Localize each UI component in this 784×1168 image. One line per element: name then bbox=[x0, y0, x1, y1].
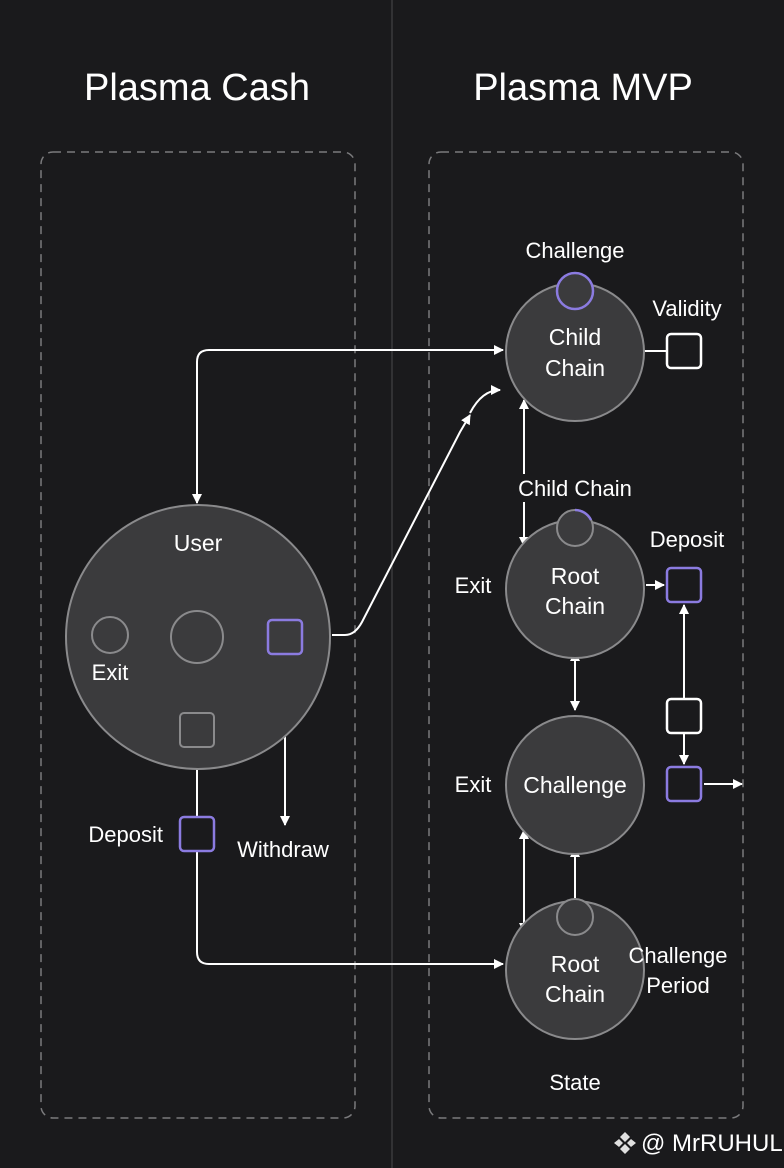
user-child-chain-arrow bbox=[192, 345, 504, 504]
root-chain-1-line2: Chain bbox=[545, 593, 605, 619]
plasma-cash-panel bbox=[40, 151, 356, 1119]
binance-diamond-icon bbox=[614, 1132, 636, 1154]
state-label: State bbox=[549, 1070, 600, 1095]
root-chain-node-2[interactable]: Root Chain bbox=[505, 898, 645, 1040]
child-chain-line1: Child bbox=[549, 324, 601, 350]
child-chain-node[interactable]: Child Chain bbox=[505, 271, 645, 422]
challenge-top-label: Challenge bbox=[525, 238, 624, 263]
user-inner-circle-icon bbox=[170, 610, 224, 664]
user-purple-square-icon bbox=[266, 618, 304, 656]
withdraw-label: Withdraw bbox=[237, 837, 329, 862]
root-chain-2-line2: Chain bbox=[545, 981, 605, 1007]
challenge-node-label: Challenge bbox=[523, 772, 627, 798]
validity-label: Validity bbox=[652, 296, 721, 321]
user-label: User bbox=[174, 530, 223, 556]
deposit-to-root-chain-arrow bbox=[196, 851, 504, 969]
exit-purple-square-icon[interactable] bbox=[665, 765, 703, 803]
mvp-deposit-label: Deposit bbox=[650, 527, 725, 552]
challenge-circle-icon bbox=[555, 271, 595, 311]
purple-arc-icon bbox=[574, 508, 593, 521]
user-exit-label: Exit bbox=[92, 660, 129, 685]
deposit-square-icon[interactable] bbox=[178, 815, 216, 853]
root-chain-2-top-circle-icon bbox=[556, 898, 594, 936]
child-chain-line2: Chain bbox=[545, 355, 605, 381]
validity-square-icon[interactable] bbox=[665, 332, 703, 370]
exit-circle-icon bbox=[91, 616, 129, 654]
root-chain-1-line1: Root bbox=[551, 563, 600, 589]
root-chain-node-1[interactable]: Root Chain bbox=[505, 508, 645, 659]
watermark-text: @ MrRUHUL bbox=[641, 1130, 783, 1157]
curve-tail-arrow bbox=[469, 385, 501, 414]
user-grey-square-icon bbox=[179, 712, 215, 748]
root-chain-1-exit-label: Exit bbox=[455, 573, 492, 598]
user-node[interactable]: User Exit bbox=[65, 504, 331, 770]
challenge-exit-label: Exit bbox=[455, 772, 492, 797]
mvp-deposit-square-icon[interactable] bbox=[665, 566, 703, 604]
plasma-mvp-panel bbox=[428, 151, 744, 1119]
plasma-cash-title: Plasma Cash bbox=[84, 67, 310, 109]
child-chain-link-label: Child Chain bbox=[518, 476, 632, 501]
challenge-period-line1: Challenge bbox=[628, 943, 727, 968]
challenge-period-line2: Period bbox=[646, 973, 710, 998]
plasma-mvp-title: Plasma MVP bbox=[473, 67, 693, 109]
root-chain-2-line1: Root bbox=[551, 951, 600, 977]
mid-white-square-icon[interactable] bbox=[665, 697, 703, 735]
challenge-node[interactable]: Challenge bbox=[505, 715, 645, 855]
deposit-label: Deposit bbox=[88, 822, 163, 847]
user-to-child-chain-curve bbox=[332, 414, 471, 636]
link-label-bg bbox=[505, 474, 645, 502]
